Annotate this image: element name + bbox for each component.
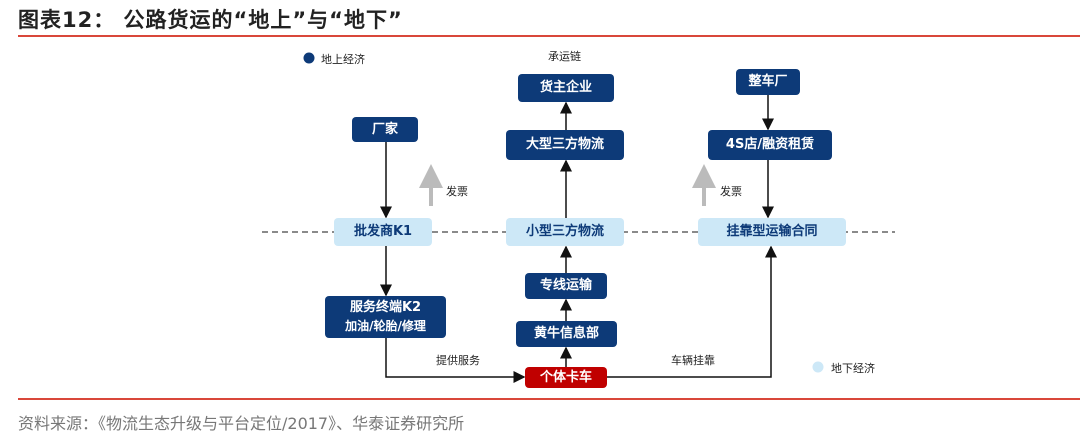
arrow-geti-guakao xyxy=(607,245,777,378)
node-changjia: 厂家 xyxy=(352,117,418,142)
node-4s: 4S店/融资租赁 xyxy=(708,130,832,160)
figure-title: 图表12： 公路货运的“地上”与“地下” xyxy=(18,8,403,32)
legend-above-label: 地上经济 xyxy=(321,53,365,66)
node-k2-title: 服务终端K2 xyxy=(349,300,422,315)
edge-label-guakao: 车辆挂靠 xyxy=(671,354,715,367)
edge-label-fuwu: 提供服务 xyxy=(436,354,480,367)
node-k2-subtitle: 加油/轮胎/修理 xyxy=(345,319,426,333)
edge-label-fapiao: 发票 xyxy=(720,185,742,198)
node-daxing: 大型三方物流 xyxy=(506,130,624,160)
node-huangniu: 黄牛信息部 xyxy=(516,321,617,347)
node-zhengche: 整车厂 xyxy=(736,69,800,95)
edge-label-fapiao: 发票 xyxy=(446,185,468,198)
node-pifa: 批发商K1 xyxy=(334,218,432,246)
legend-below-label: 地下经济 xyxy=(831,362,875,375)
arrow-k2-geti xyxy=(385,338,526,383)
chain-label: 承运链 xyxy=(548,50,581,63)
node-k2: 服务终端K2 加油/轮胎/修理 xyxy=(325,296,446,338)
node-xiaoxing: 小型三方物流 xyxy=(506,218,624,246)
node-zhuanxian: 专线运输 xyxy=(525,273,607,299)
source-rule xyxy=(18,398,1080,400)
legend-dot-above-icon xyxy=(303,52,315,64)
node-huozhu: 货主企业 xyxy=(518,74,614,102)
legend-dot-below-icon xyxy=(812,361,824,373)
node-guakao: 挂靠型运输合同 xyxy=(698,218,846,246)
source-note: 资料来源：《物流生态升级与平台定位/2017》、华泰证券研究所 xyxy=(18,414,465,433)
node-geti: 个体卡车 xyxy=(525,367,607,388)
title-rule xyxy=(18,35,1080,37)
